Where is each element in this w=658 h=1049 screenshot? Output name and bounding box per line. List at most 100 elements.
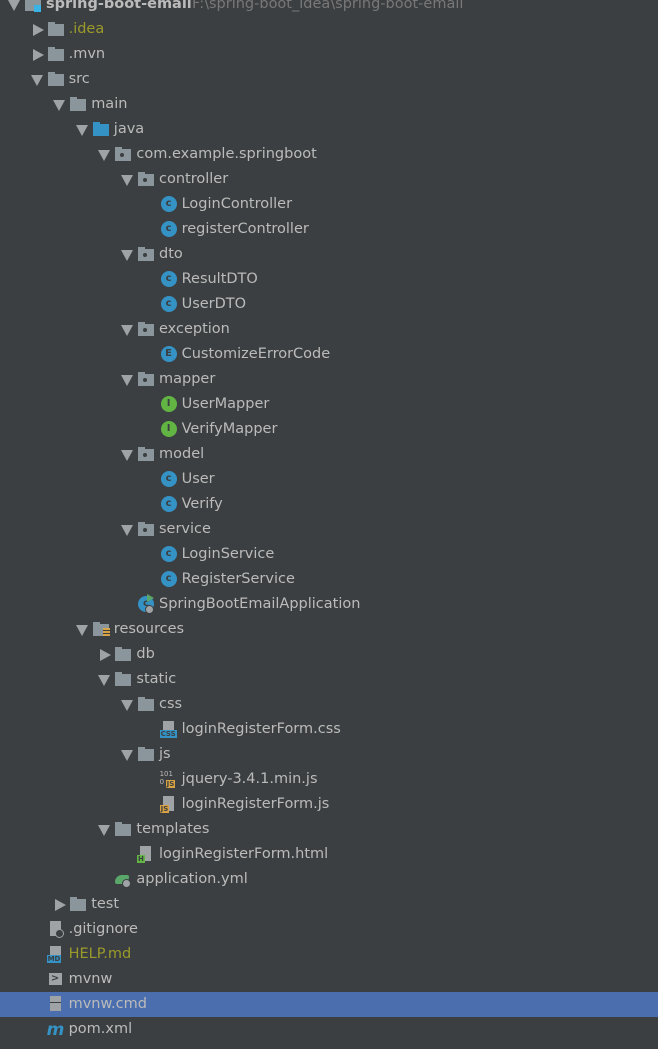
collapse-arrow-icon[interactable] [121,367,133,392]
tree-item-label: UserDTO [181,296,247,312]
tree-row[interactable]: src [0,67,658,92]
tree-row[interactable]: >mvnw [0,967,658,992]
collapse-arrow-icon[interactable] [98,817,111,842]
tree-row[interactable]: resources [0,617,658,642]
class-icon: c [160,571,178,588]
expand-arrow-icon[interactable] [53,892,67,917]
tree-row[interactable]: service [0,517,658,542]
source-folder-icon [92,121,110,138]
tree-item-label: User [181,471,215,487]
tree-item-label: Verify [181,496,223,512]
tree-item-label: .mvn [68,46,106,62]
project-icon [24,0,42,13]
tree-row[interactable]: templates [0,817,658,842]
folder-icon [114,821,132,838]
tree-row[interactable]: test [0,892,658,917]
tree-row[interactable]: static [0,667,658,692]
expand-arrow-icon[interactable] [98,642,112,667]
tree-row[interactable]: controller [0,167,658,192]
tree-row[interactable]: com.example.springboot [0,142,658,167]
class-icon: c [160,546,178,563]
folder-icon [47,71,65,88]
tree-row[interactable]: model [0,442,658,467]
tree-row[interactable]: .mvn [0,42,658,67]
collapse-arrow-icon[interactable] [75,117,88,142]
tree-item-label: dto [159,246,183,262]
folder-icon [69,896,87,913]
tree-item-label: ResultDTO [181,271,258,287]
package-icon [137,321,155,338]
tree-row[interactable]: dto [0,242,658,267]
collapse-arrow-icon[interactable] [121,167,133,192]
package-icon [137,371,155,388]
package-icon [137,446,155,463]
tree-row[interactable]: css [0,692,658,717]
tree-item-label: .idea [68,21,105,37]
collapse-arrow-icon[interactable] [121,692,133,717]
tree-item-label: mvnw.cmd [68,996,147,1012]
class-icon: c [160,196,178,213]
collapse-arrow-icon[interactable] [98,142,111,167]
tree-item-label: VerifyMapper [181,421,278,437]
tree-row[interactable]: mvnw.cmd [0,992,658,1017]
tree-item-label: controller [159,171,229,187]
tree-item-label: db [136,646,155,662]
expand-arrow-icon[interactable] [31,42,44,67]
collapse-arrow-icon[interactable] [121,317,133,342]
collapse-arrow-icon[interactable] [98,667,111,692]
tree-row[interactable]: .idea [0,17,658,42]
folder-icon [47,46,65,63]
collapse-arrow-icon[interactable] [75,617,88,642]
tree-item-label: CustomizeErrorCode [181,346,331,362]
resources-folder-icon [92,621,110,638]
collapse-arrow-icon[interactable] [8,0,20,17]
tree-item-label: templates [136,821,210,837]
text-file-icon [47,996,65,1013]
package-icon [137,246,155,263]
collapse-arrow-icon[interactable] [121,742,133,767]
spring-app-icon: c [137,594,155,614]
collapse-arrow-icon[interactable] [121,242,133,267]
tree-row[interactable]: js [0,742,658,767]
tree-row[interactable]: db [0,642,658,667]
collapse-arrow-icon[interactable] [53,92,66,117]
collapse-arrow-icon[interactable] [121,517,133,542]
tree-item-label: static [136,671,177,687]
tree-item-label: SpringBootEmailApplication [159,596,361,612]
tree-row[interactable]: exception [0,317,658,342]
tree-row[interactable]: .gitignore [0,917,658,942]
expand-arrow-icon[interactable] [31,17,44,42]
tree-row[interactable]: java [0,117,658,142]
tree-item-label: com.example.springboot [136,146,317,162]
tree-row[interactable]: mapper [0,367,658,392]
yml-file-icon [114,871,132,888]
tree-item-label: registerController [181,221,309,237]
collapse-arrow-icon[interactable] [30,67,43,92]
folder-icon [137,696,155,713]
collapse-arrow-icon[interactable] [121,442,133,467]
tree-row[interactable]: application.yml [0,867,658,892]
tree-item-label: java [113,121,145,137]
tree-row[interactable]: main [0,92,658,117]
tree-item-label: HELP.md [68,946,132,962]
